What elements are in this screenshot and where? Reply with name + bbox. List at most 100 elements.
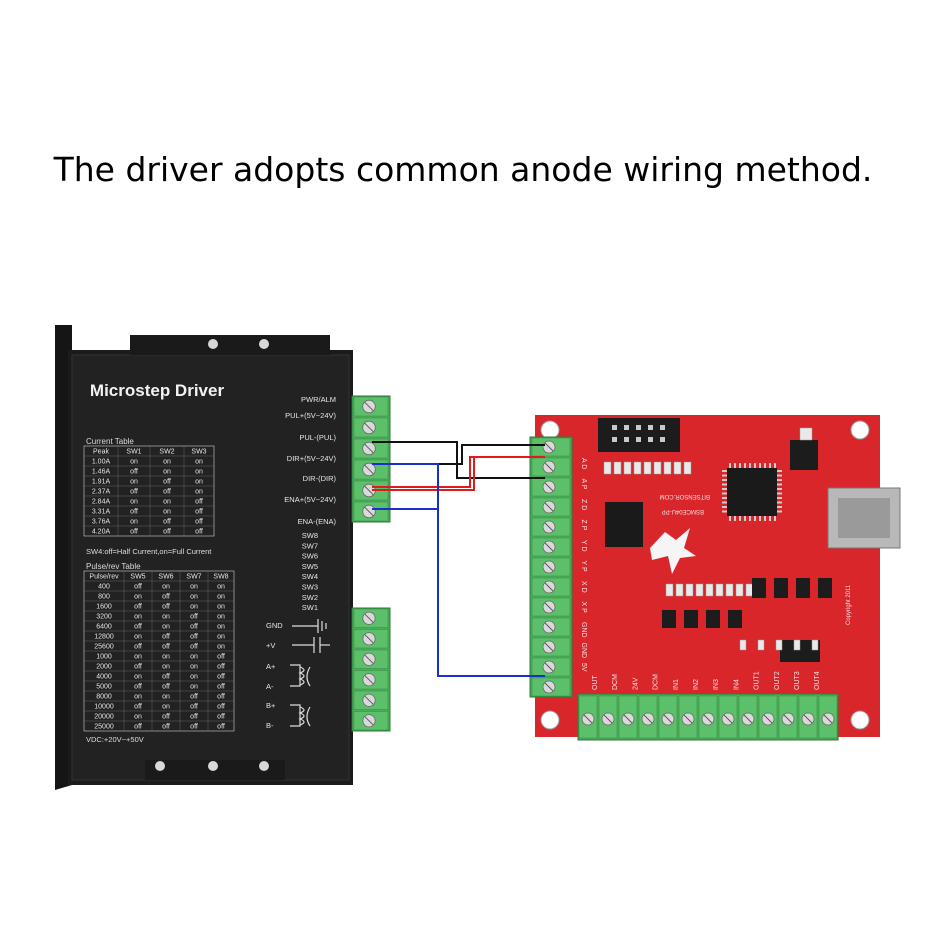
wire-black xyxy=(372,444,545,465)
current-table-cell: off xyxy=(163,529,171,536)
pulse-table-cell: off xyxy=(217,694,225,701)
pulse-table-cell: 20000 xyxy=(94,714,114,721)
pulse-table-cell: off xyxy=(162,634,170,641)
current-table-cell: on xyxy=(195,489,203,496)
board-pin-label: 5V xyxy=(580,663,587,672)
board-pin-label: 24V xyxy=(632,677,639,690)
driver-title: Microstep Driver xyxy=(90,381,225,400)
wire-black xyxy=(372,441,545,479)
vdc-note: VDC:+20V~+50V xyxy=(86,735,144,744)
screw-icon xyxy=(155,761,165,771)
current-table-cell: off xyxy=(195,529,203,536)
current-table-cell: 4.20A xyxy=(92,529,111,536)
current-table-header: SW2 xyxy=(159,449,174,456)
pulse-table-cell: on xyxy=(217,584,225,591)
driver-signal-terminal xyxy=(351,395,391,523)
pulse-table-cell: off xyxy=(217,654,225,661)
switch-label: SW7 xyxy=(302,541,318,550)
current-table-cell: on xyxy=(195,479,203,486)
pulse-table-cell: off xyxy=(162,644,170,651)
current-table-cell: on xyxy=(163,509,171,516)
power-labels: GND+VA+A-B+B- xyxy=(266,621,283,730)
pulse-table-cell: on xyxy=(190,674,198,681)
pulse-table-cell: on xyxy=(217,644,225,651)
pulse-table-cell: 8000 xyxy=(96,694,112,701)
pulse-table-cell: off xyxy=(134,684,142,691)
board-left-terminal xyxy=(529,436,573,698)
board-pin-label: OUT4 xyxy=(814,671,821,690)
board-pin-label: IN3 xyxy=(713,679,720,690)
pulse-table-cell: off xyxy=(134,624,142,631)
signal-label: DIR-(DIR) xyxy=(303,474,337,483)
pulse-table-cell: off xyxy=(134,724,142,731)
current-table-cell: on xyxy=(195,469,203,476)
pulse-table-cell: off xyxy=(190,724,198,731)
current-table-cell: on xyxy=(195,459,203,466)
pulse-table-cell: off xyxy=(134,664,142,671)
pulse-table-cell: 800 xyxy=(98,594,110,601)
pulse-table-header: SW6 xyxy=(158,574,173,581)
current-table-cell: on xyxy=(130,479,138,486)
current-table-cell: off xyxy=(195,519,203,526)
board-pin-label: X D xyxy=(580,581,587,593)
board-pin-label: Y P xyxy=(580,561,587,572)
pulse-table-cell: on xyxy=(134,694,142,701)
switch-label: SW5 xyxy=(302,562,318,571)
pulse-table-cell: 400 xyxy=(98,584,110,591)
wires xyxy=(372,441,545,677)
pulse-table-cell: off xyxy=(134,704,142,711)
pulse-table-cell: off xyxy=(134,604,142,611)
caption: The driver adopts common anode wiring me… xyxy=(53,150,873,189)
ground-icon xyxy=(292,619,327,633)
board-pin-label: A P xyxy=(580,479,587,490)
board-pin-label: GND xyxy=(580,622,587,638)
capacitor-icon xyxy=(292,637,330,653)
board-pin-label: IN2 xyxy=(693,679,700,690)
board-model: BSMCE04U-PP xyxy=(662,508,704,514)
pulse-table-cell: off xyxy=(190,634,198,641)
pulse-table-cell: off xyxy=(162,594,170,601)
current-table-cell: off xyxy=(163,489,171,496)
current-table-cell: 1.46A xyxy=(92,469,111,476)
pulse-table-header: SW7 xyxy=(186,574,201,581)
current-table-cell: on xyxy=(163,499,171,506)
current-table-cell: off xyxy=(130,469,138,476)
pulse-table-cell: off xyxy=(217,684,225,691)
current-table-header: SW1 xyxy=(126,449,141,456)
signal-label: DIR+(5V~24V) xyxy=(287,454,337,463)
pulse-table-cell: on xyxy=(190,664,198,671)
current-table-cell: 3.31A xyxy=(92,509,111,516)
pulse-table-cell: off xyxy=(190,614,198,621)
signal-label: ENA+(5V~24V) xyxy=(284,495,336,504)
switch-label: SW2 xyxy=(302,593,318,602)
power-label: B- xyxy=(266,721,274,730)
pulse-table-cell: on xyxy=(162,654,170,661)
pulse-table-cell: on xyxy=(190,584,198,591)
pulse-table-cell: on xyxy=(217,634,225,641)
current-table-cell: on xyxy=(130,499,138,506)
screw-icon xyxy=(259,339,269,349)
pulse-table-cell: off xyxy=(134,584,142,591)
current-table-cell: on xyxy=(163,459,171,466)
power-label: +V xyxy=(266,641,275,650)
board-pin-label: GND xyxy=(580,643,587,659)
board-pin-label: OUT2 xyxy=(774,671,781,690)
pulse-table-cell: 5000 xyxy=(96,684,112,691)
current-table-cell: off xyxy=(130,509,138,516)
pulse-table-cell: on xyxy=(134,594,142,601)
board-url: BITSENSOR.COM xyxy=(660,493,710,499)
pulse-table-header: Pulse/rev xyxy=(89,574,119,581)
power-label: A+ xyxy=(266,662,276,671)
mount-hole-icon xyxy=(850,710,870,730)
current-table-cell: off xyxy=(130,489,138,496)
eagle-logo-icon xyxy=(650,528,696,574)
pulse-table-header: SW8 xyxy=(213,574,228,581)
pulse-table-cell: off xyxy=(190,644,198,651)
sw4-note: SW4:off=Half Current,on=Full Current xyxy=(86,547,212,556)
current-table-cell: 2.37A xyxy=(92,489,111,496)
board-pin-label: OUT xyxy=(592,675,599,691)
